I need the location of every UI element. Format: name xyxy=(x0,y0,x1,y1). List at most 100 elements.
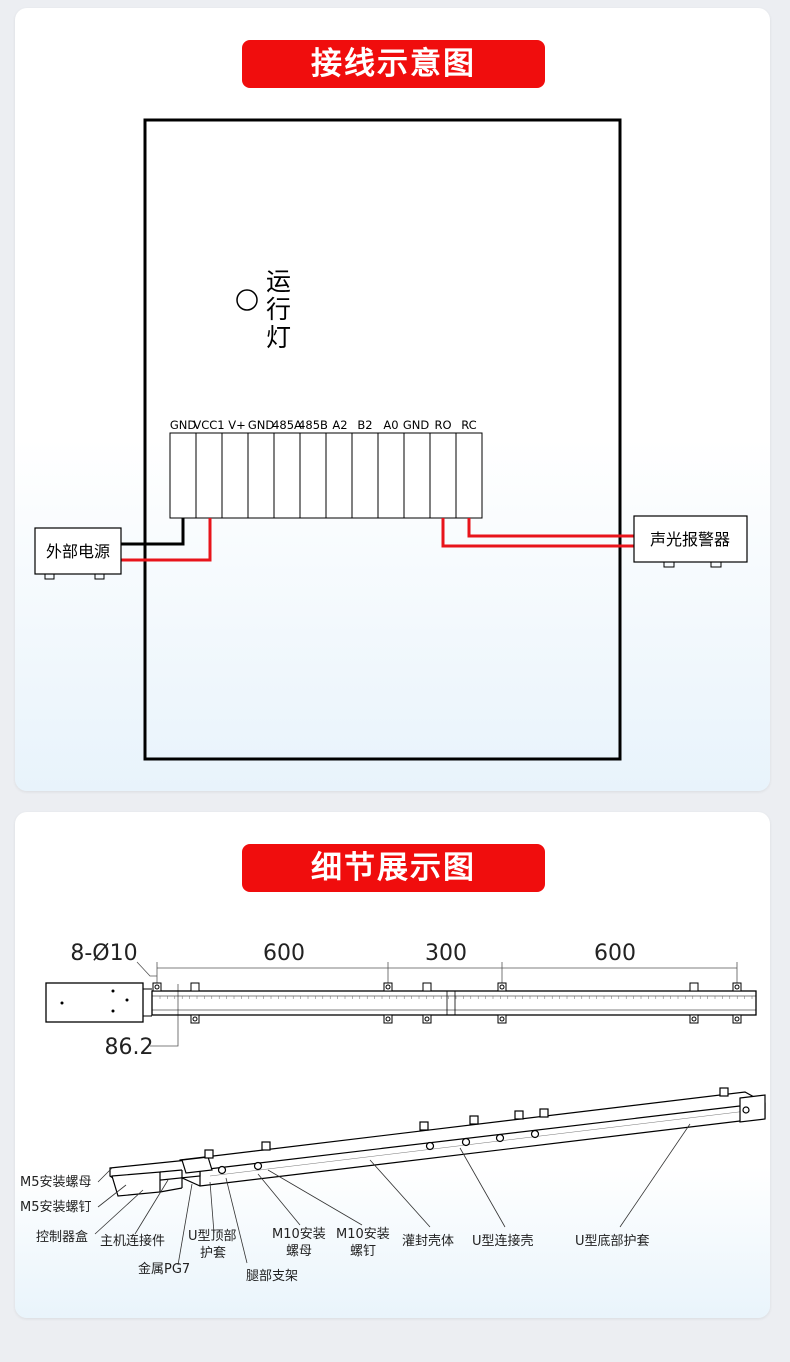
dim-holes: 8-Ø10 xyxy=(70,941,137,966)
alarm-box: 声光报警器 xyxy=(633,515,748,568)
alarm-box-foot-left xyxy=(663,561,675,568)
mounting-lugs xyxy=(152,982,742,1024)
callout-m10-nut-1: M10安装 xyxy=(272,1227,326,1242)
detail-diagram-card: 细节展示图 xyxy=(15,812,770,1318)
wiring-title-banner: 接线示意图 xyxy=(242,40,545,88)
iso-bracket xyxy=(261,1141,271,1151)
lug-top xyxy=(152,982,162,992)
iso-bracket xyxy=(469,1115,479,1125)
iso-bolt xyxy=(461,1137,471,1147)
detail-title-banner: 细节展示图 xyxy=(242,844,545,892)
lug-bottom xyxy=(383,1014,393,1024)
iso-bracket xyxy=(539,1108,549,1118)
terminal-label: A0 xyxy=(383,418,398,432)
dim-span-1: 600 xyxy=(263,941,305,966)
terminal-label: B2 xyxy=(357,418,372,432)
alarm-box-frame xyxy=(633,515,748,563)
terminal-slot xyxy=(247,432,275,519)
wiring-diagram-card: 接线示意图 xyxy=(15,8,770,791)
lug-top xyxy=(689,982,699,992)
run-light-char-3: 灯 xyxy=(266,323,291,352)
lug-bottom xyxy=(732,1014,742,1024)
terminal-slot xyxy=(273,432,301,519)
callouts: M5安装螺母 M5安装螺钉 控制器盒 主机连接件 金属PG7 U型顶部 护套 腿… xyxy=(20,1123,691,1284)
dim-span-2: 300 xyxy=(425,941,467,966)
dimension-lines xyxy=(136,961,738,1047)
terminal-slot xyxy=(455,432,483,519)
callout-metal-pg7: 金属PG7 xyxy=(138,1261,190,1277)
isometric-view xyxy=(109,1087,766,1197)
power-box-frame xyxy=(34,527,122,575)
iso-bracket xyxy=(204,1149,214,1159)
top-view: 8-Ø10 600 300 600 86.2 xyxy=(45,941,757,1060)
terminal-label: V+ xyxy=(228,418,246,432)
terminal-label: 485A xyxy=(272,418,302,432)
top-view-controller-box xyxy=(45,982,144,1023)
power-box-foot-left xyxy=(44,573,55,580)
terminal-label: RC xyxy=(461,418,476,432)
iso-rail-body xyxy=(179,1091,766,1187)
terminal-label: GND xyxy=(248,418,275,432)
rc-alarm-wire xyxy=(467,518,635,538)
black-power-wire xyxy=(120,518,185,546)
lug-top xyxy=(422,982,432,992)
power-box-foot-right xyxy=(94,573,105,580)
power-box-label: 外部电源 xyxy=(46,542,110,561)
callout-control-box: 控制器盒 xyxy=(36,1229,88,1245)
iso-controller-box xyxy=(111,1171,161,1197)
lug-top xyxy=(497,982,507,992)
power-wires xyxy=(120,518,212,562)
alarm-box-label: 声光报警器 xyxy=(650,530,730,549)
iso-bracket xyxy=(419,1121,429,1131)
controller-enclosure xyxy=(143,118,622,761)
run-light-label: 运 行 灯 xyxy=(266,267,291,352)
callout-host-connector: 主机连接件 xyxy=(100,1233,165,1249)
dim-offset: 86.2 xyxy=(105,1035,154,1060)
iso-bracket xyxy=(514,1110,524,1120)
callout-m10-screw-1: M10安装 xyxy=(336,1227,390,1242)
callout-m5-screw: M5安装螺钉 xyxy=(20,1200,92,1215)
dim-span-3: 600 xyxy=(594,941,636,966)
lug-bottom xyxy=(190,1014,200,1024)
callout-leg-bracket: 腿部支架 xyxy=(246,1269,298,1284)
terminal-slot xyxy=(299,432,327,519)
iso-bolt xyxy=(253,1161,263,1171)
red-power-wire xyxy=(120,518,212,562)
callout-potting-shell: 灌封壳体 xyxy=(402,1234,454,1249)
terminal-slot xyxy=(221,432,249,519)
terminal-slot xyxy=(377,432,405,519)
run-light-char-1: 运 xyxy=(266,267,291,296)
callout-m10-nut-2: 螺母 xyxy=(286,1244,312,1259)
terminal-slot xyxy=(403,432,431,519)
run-light-indicator xyxy=(236,289,258,311)
lug-bottom xyxy=(422,1014,432,1024)
terminal-label: GND xyxy=(170,418,197,432)
terminal-label: VCC1 xyxy=(193,418,224,432)
run-light-char-2: 行 xyxy=(266,295,291,324)
top-view-rail xyxy=(151,990,757,1016)
alarm-wires xyxy=(441,518,635,548)
lug-bottom xyxy=(497,1014,507,1024)
callout-u-top-cover-1: U型顶部 xyxy=(188,1229,237,1244)
iso-bolt xyxy=(425,1141,435,1151)
lug-bottom xyxy=(689,1014,699,1024)
lug-top xyxy=(190,982,200,992)
ro-alarm-wire xyxy=(441,518,635,548)
callout-u-bottom-cover: U型底部护套 xyxy=(575,1233,650,1249)
lug-top xyxy=(383,982,393,992)
iso-bolt xyxy=(495,1133,505,1143)
terminal-slot xyxy=(351,432,379,519)
terminal-label: GND xyxy=(403,418,430,432)
terminal-label: RO xyxy=(434,418,451,432)
iso-bolt xyxy=(217,1165,227,1175)
alarm-box-foot-right xyxy=(710,561,722,568)
callout-m10-screw-2: 螺钉 xyxy=(350,1244,376,1259)
callout-u-connect-shell: U型连接壳 xyxy=(472,1233,534,1249)
external-power-box: 外部电源 xyxy=(34,527,122,580)
callout-u-top-cover-2: 护套 xyxy=(200,1245,226,1261)
terminal-label: A2 xyxy=(332,418,347,432)
lug-top xyxy=(732,982,742,992)
iso-bracket xyxy=(719,1087,729,1097)
